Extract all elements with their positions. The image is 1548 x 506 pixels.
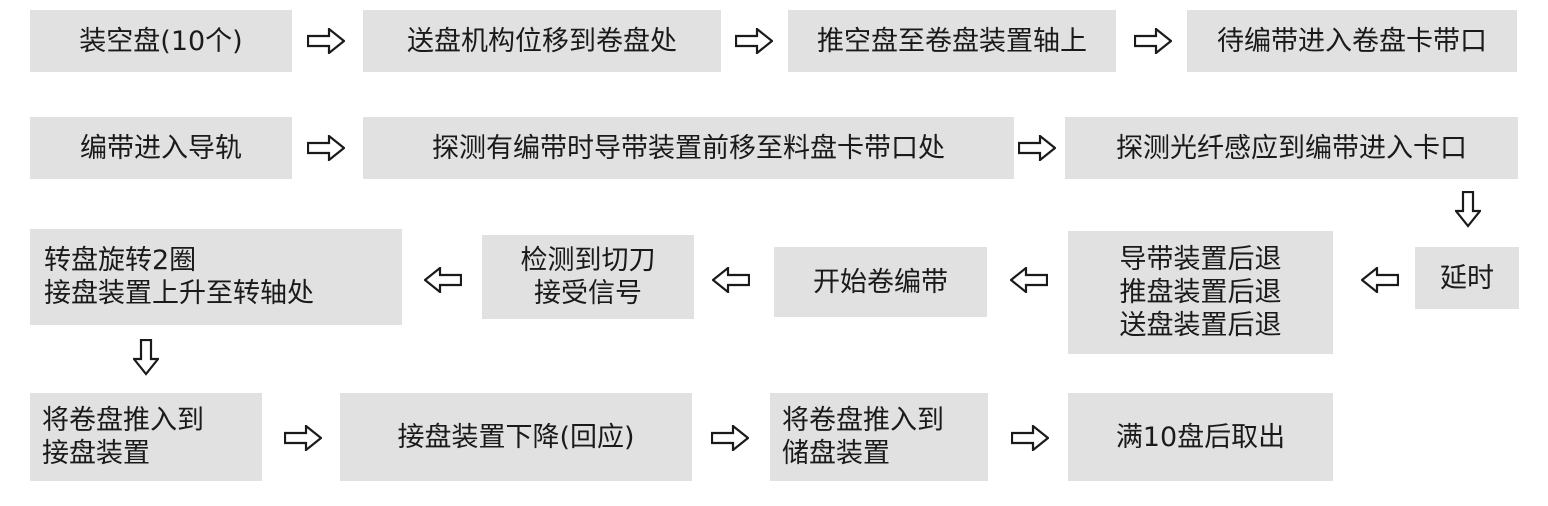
node-push-reel-onto-shaft: 推空盘至卷盘装置轴上: [788, 10, 1116, 72]
hollow-right-arrow-icon: [1018, 135, 1056, 161]
node-devices-retreat: 导带装置后退 推盘装置后退 送盘装置后退: [1068, 231, 1333, 354]
hollow-right-arrow-icon: [307, 28, 345, 54]
hollow-right-arrow-icon: [711, 425, 749, 451]
hollow-right-arrow-icon: [1134, 28, 1172, 54]
hollow-down-arrow-icon: [1455, 191, 1481, 228]
node-wait-tape-entry: 待编带进入卷盘卡带口: [1187, 10, 1517, 72]
node-receiver-lower: 接盘装置下降(回应): [340, 393, 692, 481]
hollow-left-arrow-icon: [1361, 267, 1399, 293]
node-push-to-receiver: 将卷盘推入到 接盘装置: [30, 393, 262, 481]
hollow-right-arrow-icon: [307, 135, 345, 161]
node-feed-to-reel-position: 送盘机构位移到卷盘处: [363, 10, 721, 72]
node-cutter-signal: 检测到切刀 接受信号: [482, 235, 694, 319]
node-remove-after-full: 满10盘后取出: [1068, 393, 1333, 481]
hollow-down-arrow-icon: [133, 339, 159, 376]
hollow-right-arrow-icon: [284, 425, 322, 451]
hollow-left-arrow-icon: [424, 267, 462, 293]
node-load-empty-reels: 装空盘(10个): [30, 10, 292, 72]
node-detect-tape-advance: 探测有编带时导带装置前移至料盘卡带口处: [363, 117, 1014, 179]
node-start-winding: 开始卷编带: [774, 247, 987, 317]
hollow-right-arrow-icon: [1011, 425, 1049, 451]
node-tape-enter-guide: 编带进入导轨: [30, 117, 292, 179]
node-rotate-and-lift: 转盘旋转2圈 接盘装置上升至转轴处: [30, 229, 402, 325]
node-push-to-storage: 将卷盘推入到 储盘装置: [770, 393, 988, 481]
hollow-right-arrow-icon: [735, 28, 773, 54]
hollow-left-arrow-icon: [712, 267, 750, 293]
node-fiber-detect-slot: 探测光纤感应到编带进入卡口: [1065, 117, 1518, 179]
node-delay: 延时: [1415, 247, 1519, 309]
hollow-left-arrow-icon: [1010, 267, 1048, 293]
